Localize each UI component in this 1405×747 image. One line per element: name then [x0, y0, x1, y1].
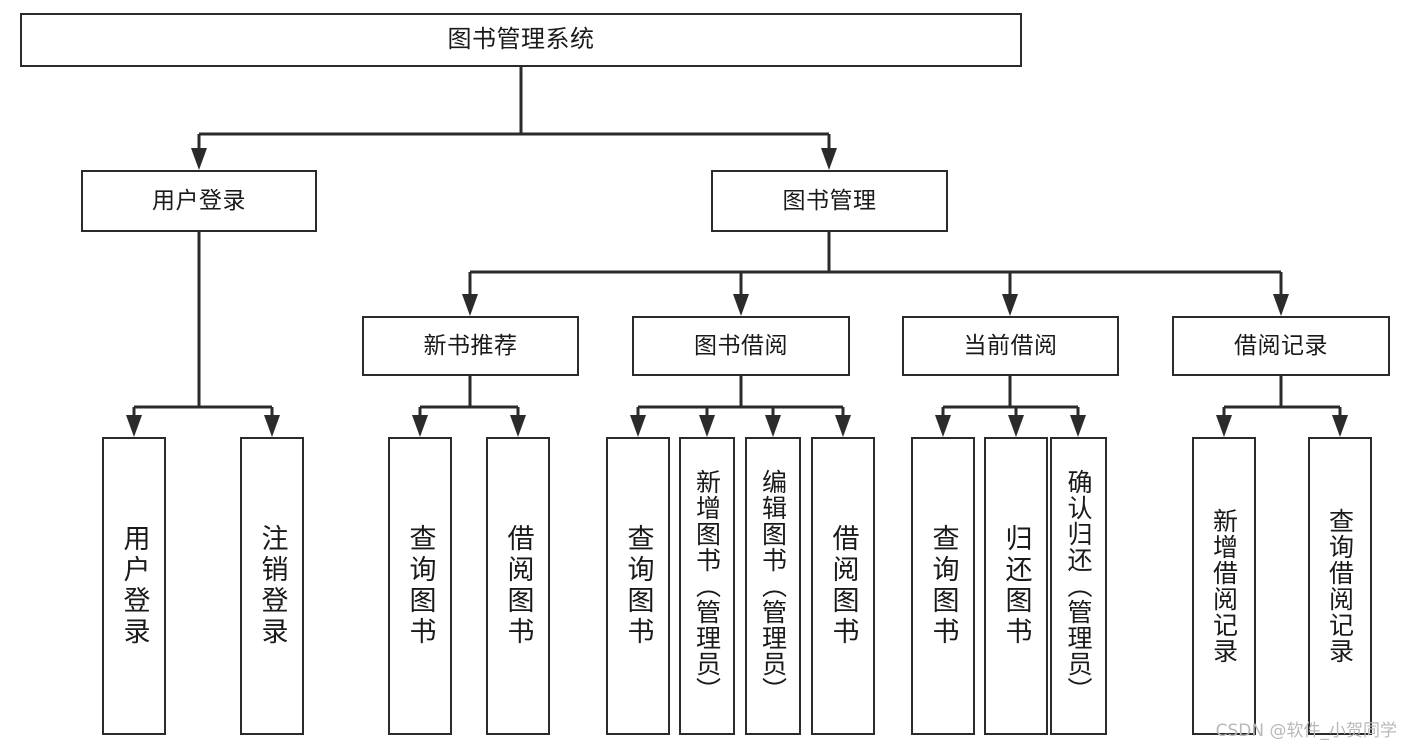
node-leaf-add-book-label: 新增图书（管理员）: [692, 469, 722, 703]
node-leaf-borrow-book-bor[interactable]: 借阅图书: [811, 437, 875, 735]
node-leaf-add-book[interactable]: 新增图书（管理员）: [679, 437, 735, 735]
node-leaf-query-book-bor-label: 查询图书: [622, 524, 654, 648]
node-root-label: 图书管理系统: [447, 25, 595, 54]
node-root[interactable]: 图书管理系统: [20, 13, 1022, 67]
node-leaf-user-login-label: 用户登录: [118, 524, 150, 648]
node-book-manage[interactable]: 图书管理: [711, 170, 948, 232]
node-leaf-query-book-cur-label: 查询图书: [927, 524, 959, 648]
node-leaf-query-record-label: 查询借阅记录: [1325, 508, 1355, 664]
node-leaf-confirm-return[interactable]: 确认归还（管理员）: [1050, 437, 1107, 735]
node-new-book-rec[interactable]: 新书推荐: [362, 316, 579, 376]
node-current-borrow[interactable]: 当前借阅: [902, 316, 1119, 376]
node-leaf-user-logout[interactable]: 注销登录: [240, 437, 304, 735]
node-book-borrow-label: 图书借阅: [694, 332, 788, 359]
node-leaf-borrow-book-rec-label: 借阅图书: [502, 524, 534, 648]
node-leaf-add-record-label: 新增借阅记录: [1209, 508, 1239, 664]
node-leaf-add-record[interactable]: 新增借阅记录: [1192, 437, 1256, 735]
node-user-login-label: 用户登录: [152, 187, 246, 214]
node-borrow-record[interactable]: 借阅记录: [1172, 316, 1390, 376]
node-leaf-query-book-cur[interactable]: 查询图书: [911, 437, 975, 735]
node-leaf-user-logout-label: 注销登录: [256, 524, 288, 648]
node-leaf-return-book[interactable]: 归还图书: [984, 437, 1048, 735]
node-leaf-return-book-label: 归还图书: [1000, 524, 1032, 648]
node-book-borrow[interactable]: 图书借阅: [632, 316, 850, 376]
node-leaf-edit-book-label: 编辑图书（管理员）: [758, 469, 788, 703]
node-leaf-borrow-book-bor-label: 借阅图书: [827, 524, 859, 648]
node-leaf-query-book-rec-label: 查询图书: [404, 524, 436, 648]
node-leaf-borrow-book-rec[interactable]: 借阅图书: [486, 437, 550, 735]
node-leaf-query-record[interactable]: 查询借阅记录: [1308, 437, 1372, 735]
node-leaf-confirm-return-label: 确认归还（管理员）: [1064, 469, 1093, 703]
node-leaf-query-book-rec[interactable]: 查询图书: [388, 437, 452, 735]
node-borrow-record-label: 借阅记录: [1234, 332, 1328, 359]
node-leaf-query-book-bor[interactable]: 查询图书: [606, 437, 670, 735]
node-user-login[interactable]: 用户登录: [81, 170, 317, 232]
node-current-borrow-label: 当前借阅: [963, 332, 1058, 359]
node-book-manage-label: 图书管理: [782, 187, 877, 214]
node-new-book-rec-label: 新书推荐: [423, 332, 518, 359]
watermark-text: CSDN @软件_小贺同学: [1215, 721, 1397, 741]
node-leaf-user-login[interactable]: 用户登录: [102, 437, 166, 735]
node-leaf-edit-book[interactable]: 编辑图书（管理员）: [745, 437, 801, 735]
